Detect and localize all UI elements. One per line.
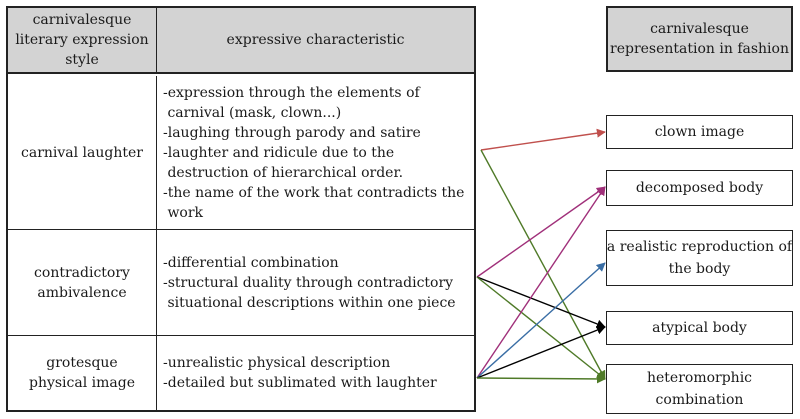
- fashion-box-text: heteromorphic combination: [647, 367, 752, 411]
- fashion-box-text: a realistic reproduction of the body: [607, 236, 792, 280]
- text-line: the body: [668, 261, 731, 277]
- row-style-text: carnival laughter: [21, 143, 143, 163]
- fashion-box-heteromorphic-combination: heteromorphic combination: [606, 364, 793, 414]
- text-line: destruction of hierarchical order.: [163, 164, 404, 181]
- text-line: contradictory: [34, 264, 130, 281]
- arrow-row2-to-box2: [476, 262, 606, 379]
- fashion-box-clown-image: clown image: [606, 115, 793, 149]
- fashion-box-decomposed-body: decomposed body: [606, 170, 793, 206]
- row-style-text: grotesque physical image: [29, 353, 135, 393]
- row-divider: [8, 335, 474, 336]
- row-characteristic-text: -unrealistic physical description -detail…: [163, 353, 437, 393]
- text-line: -differential combination: [163, 254, 339, 271]
- arrow-row0-to-box4: [480, 149, 606, 380]
- fashion-box-realistic-reproduction: a realistic reproduction of the body: [606, 230, 793, 286]
- row-style-text: contradictory ambivalence: [34, 263, 130, 303]
- text-line: -structural duality through contradictor…: [163, 274, 454, 291]
- fashion-box-text: clown image: [655, 121, 745, 143]
- row-style-grotesque-physical-image: grotesque physical image: [8, 336, 157, 410]
- text-line: atypical body: [652, 320, 747, 336]
- row-characteristic-text: -differential combination -structural dua…: [163, 253, 456, 313]
- text-line: literary expression: [15, 32, 149, 48]
- text-line: -the name of the work that contradicts t…: [163, 184, 465, 201]
- text-line: -detailed but sublimated with laughter: [163, 375, 437, 391]
- row-style-carnival-laughter: carnival laughter: [8, 76, 157, 229]
- text-line: -unrealistic physical description: [163, 355, 391, 371]
- arrow-row2-to-box1: [476, 186, 606, 379]
- fashion-header-text: carnivalesque representation in fashion: [610, 19, 789, 59]
- header-characteristic-cell: expressive characteristic: [157, 8, 474, 74]
- row-characteristic-grotesque-physical-image: -unrealistic physical description -detail…: [157, 336, 474, 410]
- text-line: situational descriptions within one piec…: [163, 294, 456, 311]
- text-line: carnivalesque: [32, 12, 132, 28]
- arrow-row1-to-box4: [476, 276, 606, 380]
- text-line: representation in fashion: [610, 41, 789, 57]
- text-line: decomposed body: [635, 180, 764, 196]
- arrow-row1-to-box1: [476, 186, 606, 278]
- text-line: -laughing through parody and satire: [163, 124, 421, 141]
- text-line: carnival laughter: [21, 144, 143, 161]
- row-characteristic-carnival-laughter: -expression through the elements of carn…: [157, 76, 474, 229]
- arrow-row1-to-box3: [476, 276, 606, 329]
- header-style-text: carnivalesque literary expression style: [15, 10, 148, 70]
- fashion-header-box: carnivalesque representation in fashion: [606, 6, 793, 72]
- text-line: a realistic reproduction of: [606, 239, 793, 255]
- fashion-box-text: decomposed body: [636, 177, 763, 199]
- text-line: expressive characteristic: [226, 32, 405, 48]
- row-style-contradictory-ambivalence: contradictory ambivalence: [8, 230, 157, 335]
- text-line: physical image: [28, 375, 135, 391]
- header-style-cell: carnivalesque literary expression style: [8, 8, 157, 74]
- text-line: grotesque: [46, 355, 118, 371]
- text-line: ambivalence: [37, 284, 127, 301]
- text-line: -expression through the elements of: [163, 84, 420, 101]
- text-line: work: [163, 204, 204, 221]
- fashion-box-text: atypical body: [652, 317, 747, 339]
- row-characteristic-text: -expression through the elements of carn…: [163, 83, 464, 223]
- text-line: heteromorphic: [646, 370, 753, 386]
- row-divider: [8, 229, 474, 230]
- row-characteristic-contradictory-ambivalence: -differential combination -structural dua…: [157, 230, 474, 335]
- arrow-row2-to-box3: [476, 325, 606, 379]
- text-line: combination: [655, 392, 744, 408]
- arrow-row2-to-box4: [476, 374, 606, 384]
- expression-style-table: carnivalesque literary expression style ex…: [6, 6, 476, 412]
- arrow-row0-to-box0: [480, 128, 606, 151]
- text-line: clown image: [654, 124, 745, 140]
- header-characteristic-text: expressive characteristic: [227, 30, 405, 50]
- text-line: carnivalesque: [650, 21, 749, 37]
- fashion-box-atypical-body: atypical body: [606, 311, 793, 345]
- text-line: -laughter and ridicule due to the: [163, 144, 395, 161]
- text-line: carnival (mask, clown...): [163, 104, 342, 121]
- text-line: style: [65, 52, 99, 68]
